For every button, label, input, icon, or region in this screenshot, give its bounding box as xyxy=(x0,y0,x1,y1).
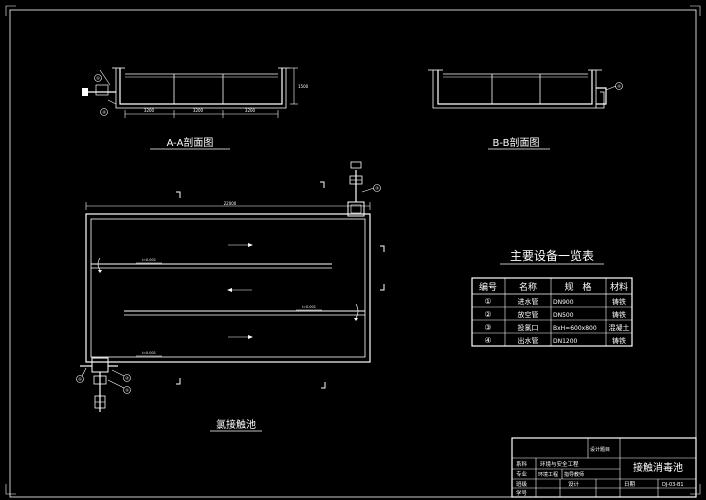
student-label: 学号 xyxy=(516,489,528,497)
table-cell-no: ① xyxy=(484,297,491,306)
aa-dim-3: 3200 xyxy=(245,108,256,113)
table-header-no: 编号 xyxy=(479,281,497,293)
callout-plan-2: ② xyxy=(125,376,129,381)
table-cell-name: 放空管 xyxy=(518,310,539,319)
table-cell-spec: DN1200 xyxy=(553,338,578,345)
table-header-material: 材料 xyxy=(610,281,628,293)
dept-label: 系科 xyxy=(516,460,528,468)
table-cell-name: 投氯口 xyxy=(518,323,539,332)
table-cell-material: 铸铁 xyxy=(612,336,626,345)
table-cell-no: ② xyxy=(484,310,491,319)
plan-title: 氯接触池 xyxy=(216,418,256,431)
table-cell-name: 进水管 xyxy=(518,297,539,306)
section-bb-title: B-B剖面图 xyxy=(493,136,540,149)
section-aa: 3200 3200 3200 1500 xyxy=(82,67,309,118)
callout-circle xyxy=(100,108,108,116)
table-cell-spec: DN900 xyxy=(553,299,574,306)
callout-plan-1: ① xyxy=(78,377,82,382)
aa-height-dim: 1500 xyxy=(298,84,309,89)
plan-dim-top: 22000 xyxy=(224,201,237,206)
callout-aa-1: ① xyxy=(96,76,100,81)
flow-label-2: i=0.001 xyxy=(302,305,316,309)
callout-plan-3: ③ xyxy=(375,186,379,191)
title-block: 设计题目 系科 环境与安全工程 专业 环境工程 指导教师 班级 设计 学号 接触… xyxy=(511,437,697,498)
table-cell-name: 出水管 xyxy=(518,336,539,345)
class-label: 班级 xyxy=(516,480,528,488)
table-cell-material: 铸铁 xyxy=(612,310,626,319)
equipment-table: 编号 名称 规 格 材料 ① 进水管 DN900 铸铁 ② 放空管 DN500 … xyxy=(471,277,633,347)
design-topic-label: 设计题目 xyxy=(590,446,610,453)
callout-plan-4: ④ xyxy=(125,388,129,393)
section-bb xyxy=(428,69,623,109)
table-cell-no: ④ xyxy=(484,336,491,345)
aa-dim-1: 3200 xyxy=(144,108,155,113)
flow-label-1: i=0.001 xyxy=(142,258,156,262)
callout-aa-2: ② xyxy=(102,110,106,115)
plan-view: 22000 i=0.001 i=0.001 i=0.001 xyxy=(76,161,385,412)
major-value: 环境工程 xyxy=(538,471,558,478)
table-header-name: 名称 xyxy=(519,281,537,293)
date-label: 日期 xyxy=(624,481,636,488)
table-header-spec: 规 格 xyxy=(564,281,591,293)
table-cell-spec: BxH=600x800 xyxy=(553,325,597,332)
callout-bb-4: ④ xyxy=(617,84,621,89)
advisor-label: 指导教师 xyxy=(564,471,584,478)
design-label: 设计 xyxy=(568,480,580,488)
dept-value: 环境与安全工程 xyxy=(540,460,579,468)
callout-circle xyxy=(94,74,102,82)
drawing-number: DJ-03-B1 xyxy=(662,482,684,488)
flow-label-3: i=0.001 xyxy=(142,351,156,355)
drawing-border xyxy=(9,9,697,498)
major-label: 专业 xyxy=(516,470,528,478)
table-cell-spec: DN500 xyxy=(553,312,574,319)
table-cell-no: ③ xyxy=(484,323,491,332)
drawing-name: 接触消毒池 xyxy=(633,461,683,474)
corner-marks xyxy=(5,5,701,495)
aa-dim-2: 3200 xyxy=(193,108,204,113)
section-aa-title: A-A剖面图 xyxy=(167,136,214,149)
equipment-table-title: 主要设备一览表 xyxy=(510,248,594,263)
table-cell-material: 混凝土 xyxy=(609,323,630,332)
table-cell-material: 铸铁 xyxy=(612,297,626,306)
